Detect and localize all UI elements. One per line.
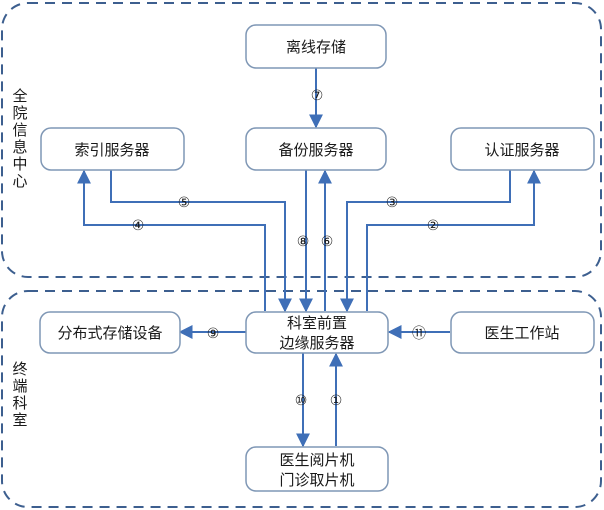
arrow-2	[366, 169, 541, 311]
arrow-3	[340, 170, 511, 313]
region-label-top: 全 院 信 息 中 心	[12, 87, 27, 190]
box-auth-server-label: 认证服务器	[484, 141, 559, 159]
region-label-top-char: 院	[12, 104, 27, 122]
step-number-4: ④	[132, 218, 145, 234]
region-label-top-char: 息	[12, 138, 27, 156]
step-number-6: ⑥	[321, 234, 334, 250]
box-doctor-workstation-label: 医生工作站	[484, 324, 559, 342]
box-viewer-terminals: 医生阅片机 门诊取片机	[245, 446, 389, 492]
step-number-2: ②	[427, 218, 440, 234]
step-number-10: ⑩	[295, 393, 308, 409]
box-offline-storage: 离线存储	[245, 24, 387, 69]
box-offline-storage-label: 离线存储	[286, 38, 346, 56]
region-label-bottom-char: 室	[12, 411, 27, 429]
region-label-top-char: 心	[12, 172, 27, 190]
box-edge-server-label-line1: 科室前置	[287, 314, 347, 332]
box-viewer-label-line1: 医生阅片机	[279, 451, 354, 469]
box-doctor-workstation: 医生工作站	[450, 311, 595, 354]
arrow-5	[110, 170, 292, 313]
box-index-server: 索引服务器	[40, 127, 185, 171]
region-terminal-department	[1, 290, 602, 508]
region-label-top-char: 全	[12, 87, 27, 105]
box-backup-server: 备份服务器	[245, 127, 387, 171]
step-numbers: ⑦ ⑤ ④ ③ ② ⑧ ⑥ ⑨ ⑪ ⑩ ①	[132, 88, 440, 409]
box-auth-server: 认证服务器	[450, 127, 595, 171]
region-label-bottom-char: 终	[12, 360, 27, 378]
region-label-bottom-char: 科	[12, 394, 27, 412]
step-number-9: ⑨	[207, 326, 220, 342]
arrow-4	[77, 169, 266, 311]
box-viewer-label-line2: 门诊取片机	[279, 471, 354, 489]
box-backup-server-label: 备份服务器	[278, 141, 353, 159]
step-number-3: ③	[386, 195, 399, 211]
box-distributed-storage: 分布式存储设备	[39, 311, 181, 354]
region-label-bottom-char: 端	[12, 377, 27, 395]
box-edge-server-label-line2: 边缘服务器	[279, 334, 354, 352]
region-label-top-char: 信	[12, 121, 27, 139]
step-number-11: ⑪	[412, 326, 426, 342]
box-index-server-label: 索引服务器	[74, 141, 149, 159]
step-number-8: ⑧	[297, 234, 310, 250]
box-distributed-storage-label: 分布式存储设备	[57, 324, 162, 342]
box-edge-server: 科室前置 边缘服务器	[245, 311, 389, 354]
step-number-7: ⑦	[311, 88, 324, 104]
region-hospital-info-center	[1, 2, 602, 278]
step-number-5: ⑤	[178, 195, 191, 211]
region-label-bottom: 终 端 科 室	[12, 360, 27, 429]
connectors	[77, 68, 541, 448]
step-number-1: ①	[330, 393, 343, 409]
region-label-top-char: 中	[12, 155, 27, 173]
